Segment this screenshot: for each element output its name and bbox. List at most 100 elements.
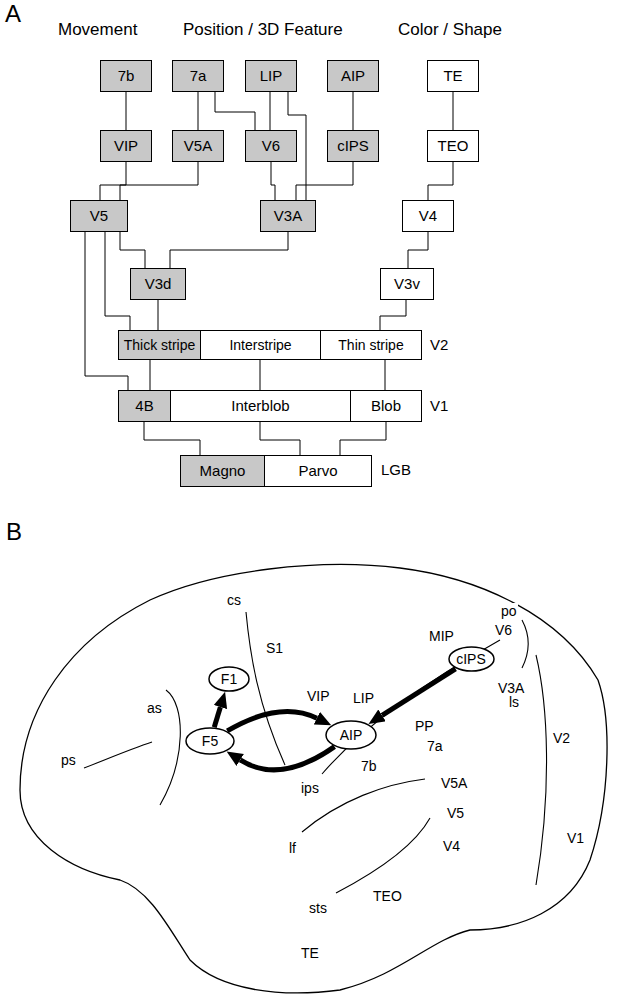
area-label: LIP [352,690,375,706]
connector [271,162,275,200]
area-name: cIPS [456,651,486,667]
area-name: F5 [202,733,218,749]
parieto-occipital-sulcus [522,620,528,668]
connector [227,711,317,730]
area-box: Thin stripe [320,330,422,360]
area-box: cIPS [327,130,379,162]
area-label: PP [414,718,435,734]
connector [170,232,288,268]
area-box: LIP [245,60,297,92]
area-box: V3d [130,268,186,300]
connector [240,747,334,770]
connector [120,162,198,200]
connector [215,92,255,130]
heading-label: Color / Shape [398,20,502,40]
area-box: 4B [118,390,171,422]
area-name: Blob [371,397,401,414]
area-label: TEO [372,888,403,904]
area-name: Interstripe [229,337,291,353]
area-name: AIP [341,67,365,84]
connector [85,232,128,390]
connector [453,92,454,130]
area-box: V4 [402,200,454,232]
area-name: cIPS [337,137,369,154]
area-label: V1 [566,830,585,846]
area-label: VIP [306,688,331,704]
intraparietal-sulcus [322,640,500,774]
connector [100,162,126,200]
area-label: cs [226,592,242,608]
connector [150,360,151,390]
principal-sulcus [84,742,152,768]
area-label: lf [288,840,297,856]
area-name: Parvo [298,462,337,479]
connector [380,300,406,330]
area-box: Thick stripe [118,330,201,360]
heading-label: A [5,0,21,28]
area-box: Interstripe [200,330,321,360]
area-name: TEO [438,137,469,154]
area-box: 7a [172,60,224,92]
brain-outline [20,565,607,993]
area-label: V5 [446,805,465,821]
area-box: Parvo [264,455,372,487]
area-label: 7a [426,738,444,754]
heading-label: Position / 3D Feature [183,20,343,40]
connector [214,707,220,727]
connector [296,162,353,200]
area-name: VIP [114,137,138,154]
area-name: V4 [419,207,437,224]
area-box: TE [427,60,479,92]
area-box: Interblob [170,390,351,422]
superior-temporal-sulcus [336,818,430,893]
connector [353,92,354,130]
area-name: 7b [118,67,135,84]
area-name: Interblob [231,397,289,414]
lateral-fissure [302,779,425,832]
area-box: V3v [380,268,434,300]
area-name: Magno [200,462,246,479]
ellipse-shape [186,728,234,754]
area-label: po [500,603,518,619]
area-label: 7b [360,758,378,774]
area-label: MIP [428,628,455,644]
area-box: AIP [327,60,379,92]
area-box: TEO [427,130,479,162]
area-label: V6 [494,622,513,638]
area-label: sts [308,900,328,916]
area-ellipse: cIPS [448,646,495,672]
heading-label: B [6,518,22,546]
area-label: S1 [265,640,284,656]
central-sulcus [246,612,285,765]
area-box: 7b [100,60,152,92]
area-label: V5A [440,775,468,791]
area-name: TE [443,67,462,84]
connector [198,92,199,130]
ellipse-shape [326,721,376,749]
area-name: V3d [145,275,172,292]
connector [158,300,159,330]
area-label: ips [300,780,320,796]
area-label: TE [300,945,320,961]
area-box: V6 [245,130,297,162]
area-label: V2 [552,730,571,746]
area-box: V5A [172,130,224,162]
connector [270,92,271,130]
connector [428,162,453,200]
area-name: LIP [260,67,283,84]
connector [385,360,386,390]
area-box: Magno [180,455,265,487]
heading-label: V1 [430,397,448,414]
heading-label: LGB [381,461,411,478]
heading-label: Movement [58,20,137,40]
area-name: V3A [274,207,302,224]
area-box: Blob [350,390,422,422]
connector [340,422,386,455]
area-ellipse: AIP [325,720,377,750]
connector [120,232,145,268]
area-name: V5 [90,207,108,224]
area-name: 4B [135,397,153,414]
connector [408,232,428,268]
